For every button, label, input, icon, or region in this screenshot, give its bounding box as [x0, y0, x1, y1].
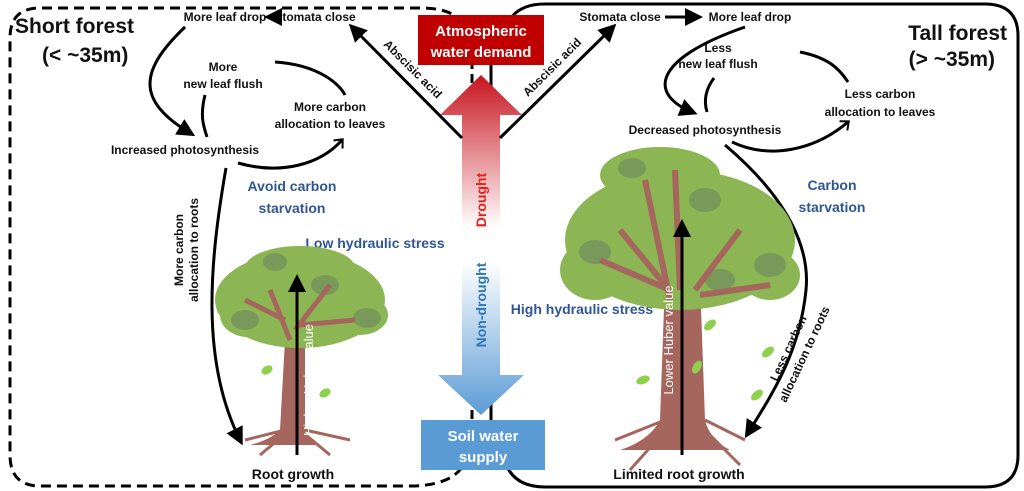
short-huber-label: Higher Huber value [301, 324, 316, 436]
tall-cycle-left-arc [704, 77, 716, 113]
non-drought-label: Non-drought [473, 262, 489, 347]
tall-huber-label: Lower Huber value [661, 285, 676, 394]
short-outcome-2: starvation [259, 200, 326, 216]
tall-more-leaf-drop: More leaf drop [709, 10, 792, 24]
tall-leaf-flush-2: new leaf flush [678, 57, 757, 71]
tall-carbon-leaves-1: Less carbon [845, 87, 916, 101]
tall-cycle-top-arc [799, 50, 850, 83]
tall-stomata-close: Stomata close [579, 10, 661, 24]
short-cycle-top-arc [274, 60, 347, 96]
short-forest-frame [8, 6, 472, 488]
drought-gradient-arrow [438, 75, 524, 415]
short-leaf-flush-2: new leaf flush [183, 77, 262, 91]
short-photo-to-carbon-arc [237, 138, 344, 170]
tall-photo-to-carbon-arc [731, 120, 850, 153]
tall-outcome-1: Carbon [808, 177, 857, 193]
tall-carbon-leaves-2: allocation to leaves [825, 105, 936, 119]
short-outcome-1: Avoid carbon [248, 178, 337, 194]
tall-leaf-flush-1: Less [704, 41, 732, 55]
short-tree-illustration [215, 246, 388, 457]
tall-carbon-roots-arrow [724, 143, 808, 439]
tall-leafdrop-to-photo-arrow [663, 25, 746, 116]
short-forest-title: Short forest [15, 15, 134, 38]
tall-tree-illustration [560, 147, 800, 471]
tall-forest-frame [500, 2, 1020, 489]
soil-line1: Soil water [448, 428, 519, 445]
short-carbon-leaves-2: allocation to leaves [275, 117, 386, 131]
atmospheric-line2: water demand [430, 44, 532, 61]
soil-line2: supply [459, 449, 508, 466]
short-leaf-flush-1: More [209, 60, 238, 74]
atmospheric-line1: Atmospheric [435, 23, 527, 40]
short-stomata-close: Stomata close [274, 10, 356, 24]
soil-water-box [421, 420, 545, 470]
short-leafdrop-to-photo-arrow [148, 25, 196, 137]
short-carbon-roots-arrow [210, 167, 243, 446]
abscisic-arrow-left [348, 23, 464, 140]
tall-forest-title: Tall forest [908, 22, 1007, 45]
tall-root-growth: Limited root growth [613, 466, 744, 482]
short-carbon-leaves-1: More carbon [294, 100, 366, 114]
short-root-growth: Root growth [252, 466, 334, 482]
abscisic-arrow-right [498, 23, 617, 140]
tall-forest-subtitle: (> ~35m) [909, 48, 995, 71]
short-carbon-roots-1: More carbon [172, 214, 186, 286]
short-hydraulic: Low hydraulic stress [305, 235, 444, 251]
short-more-leaf-drop: More leaf drop [184, 10, 267, 24]
short-cycle-left-arc [200, 94, 209, 138]
short-photosynthesis: Increased photosynthesis [111, 143, 259, 157]
tall-outcome-2: starvation [799, 199, 866, 215]
tall-photosynthesis: Decreased photosynthesis [629, 123, 782, 137]
short-carbon-roots-2: allocation to roots [187, 198, 201, 302]
tall-hydraulic: High hydraulic stress [511, 301, 654, 317]
short-forest-subtitle: (< ~35m) [42, 44, 128, 67]
atmospheric-demand-box [418, 15, 544, 65]
drought-label: Drought [473, 172, 489, 227]
